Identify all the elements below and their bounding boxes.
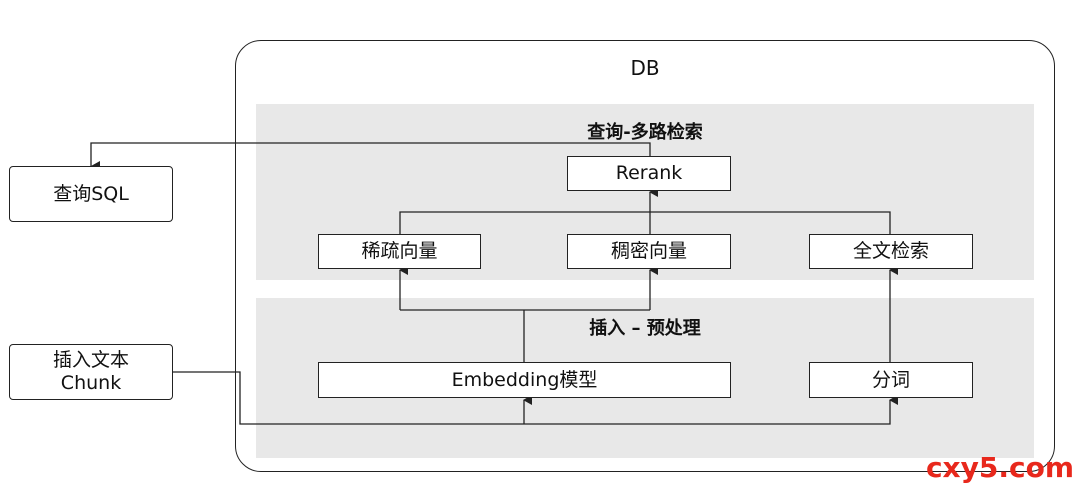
- embedding-model-box: Embedding模型: [318, 362, 731, 398]
- insert-text-label: 插入文本: [52, 349, 129, 372]
- db-title: DB: [630, 56, 660, 80]
- watermark-logo: cxy5.com: [925, 451, 1074, 484]
- query-sql-box: 查询SQL: [9, 166, 173, 222]
- dense-vector-box: 稠密向量: [567, 234, 731, 269]
- insert-panel-title: 插入 – 预处理: [589, 318, 701, 339]
- query-panel-title: 查询-多路检索: [587, 122, 703, 143]
- rerank-box: Rerank: [567, 156, 731, 191]
- insert-text-box: 插入文本 Chunk: [9, 344, 173, 400]
- db-container: [235, 40, 1055, 472]
- tokenizer-box: 分词: [809, 362, 973, 398]
- sparse-vector-box: 稀疏向量: [318, 234, 481, 269]
- fulltext-search-box: 全文检索: [809, 234, 973, 269]
- insert-text-chunk-label: Chunk: [60, 372, 122, 394]
